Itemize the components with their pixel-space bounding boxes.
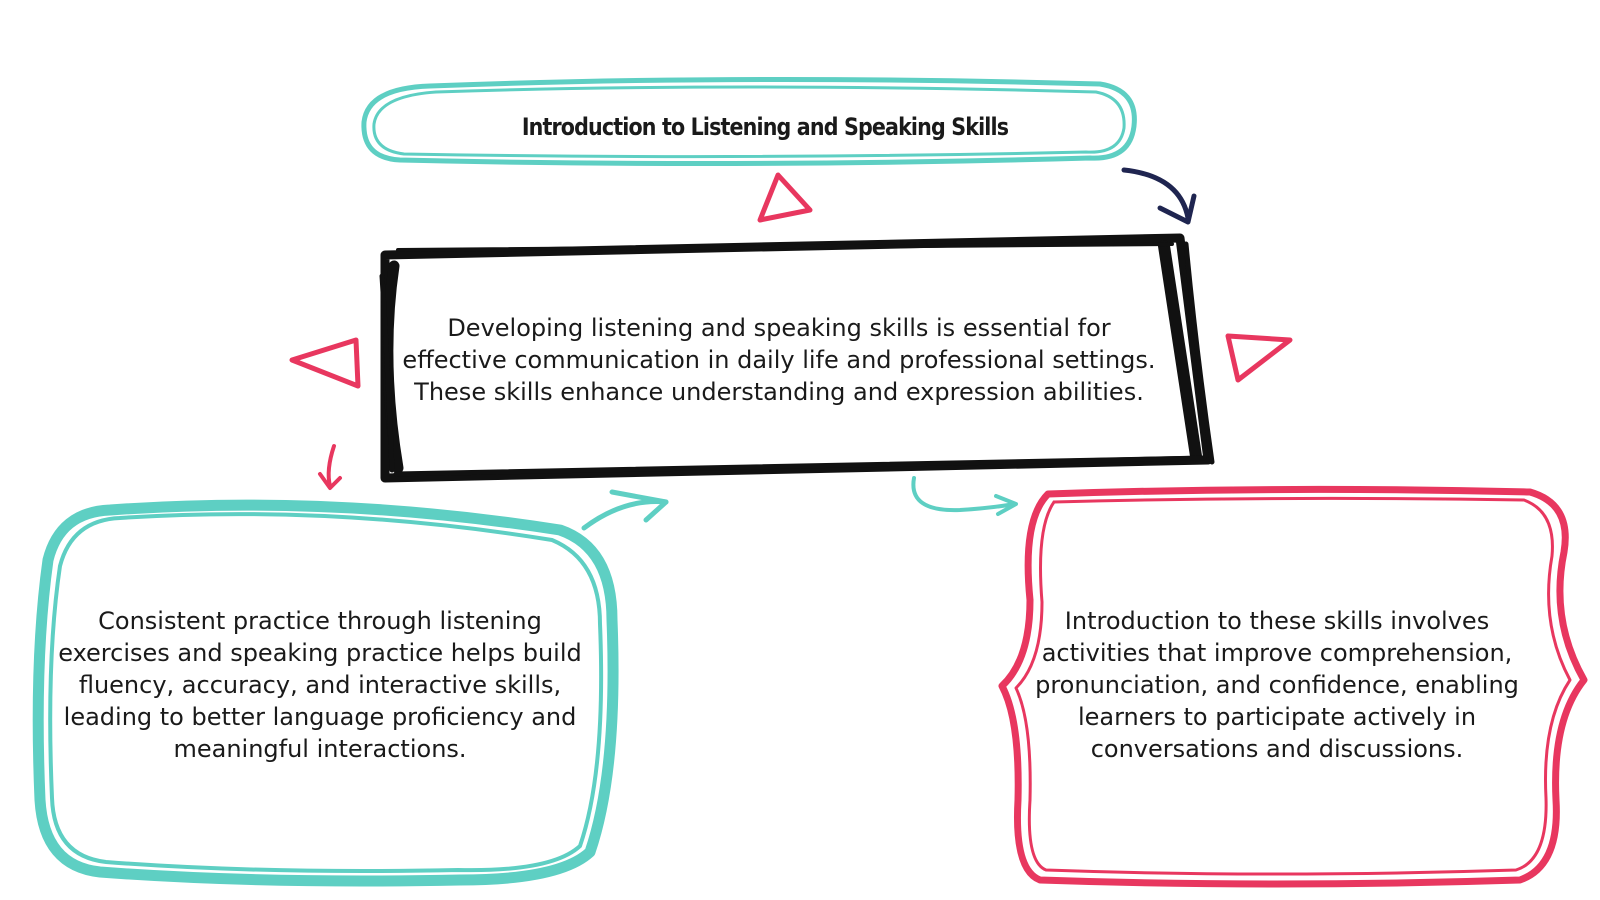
right-node-text: Introduction to these skills involves ac… <box>1035 607 1519 763</box>
center-node-text: Developing listening and speaking skills… <box>402 314 1156 406</box>
arrow-left-to-center <box>581 489 669 531</box>
triangle-left-icon <box>289 337 361 389</box>
arrow-center-to-left <box>318 444 342 490</box>
left-box-border <box>32 499 619 887</box>
title-label: Introduction to Listening and Speaking S… <box>521 113 1009 141</box>
triangle-right-icon <box>1225 333 1293 383</box>
arrow-center-to-right <box>911 476 1018 516</box>
arrow-title-to-center <box>1121 167 1197 225</box>
left-node-text: Consistent practice through listening ex… <box>58 607 582 763</box>
triangle-top-icon <box>757 172 813 223</box>
center-box-border <box>379 233 1215 483</box>
right-box-border <box>998 485 1588 888</box>
title-pill-border <box>361 76 1137 167</box>
